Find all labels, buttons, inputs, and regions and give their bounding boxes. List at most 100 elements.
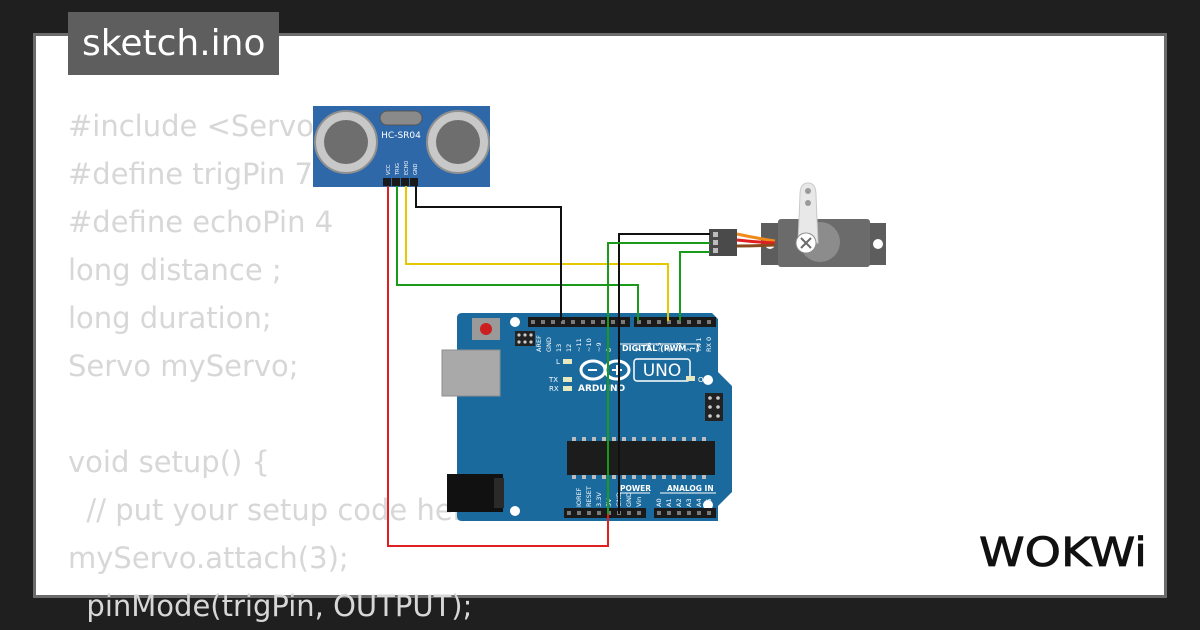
sensor-pin-labels: VCC TRIG ECHO GND: [386, 161, 419, 176]
pin-label: 4: [665, 348, 673, 352]
led-tx: [563, 377, 572, 382]
wokwi-logo: WOKWi: [979, 530, 1148, 577]
wires: [387, 186, 710, 547]
microcontroller-chip: [567, 441, 715, 475]
wire-vcc: [387, 186, 609, 547]
pin-label: ~6: [645, 342, 653, 352]
led-rx: [563, 386, 572, 391]
file-tab[interactable]: sketch.ino: [68, 12, 280, 75]
servo-signal-wire: [736, 232, 776, 243]
led-on-label: ON: [698, 376, 709, 384]
pin-label: ECHO: [404, 161, 410, 175]
analog-header-label: ANALOG IN: [667, 484, 714, 493]
mount-hole: [510, 317, 520, 327]
led-l: [563, 359, 572, 364]
pin-label: A4: [695, 498, 703, 507]
code-editor[interactable]: #include <Servo.h>#define trigPin 7#defi…: [68, 102, 482, 630]
code-line: #define trigPin 7: [68, 157, 313, 191]
hc-sr04-sensor[interactable]: HC-SR04 VCC TRIG ECHO GND: [313, 106, 490, 187]
wire-gnd: [415, 186, 562, 321]
code-line: Servo myServo;: [68, 349, 299, 383]
wire-trig: [396, 186, 639, 321]
pin-label: IOREF: [575, 487, 583, 507]
uno-badge: [633, 358, 691, 382]
pin-label: 2: [685, 348, 693, 352]
icsp-header-right: [705, 393, 723, 421]
pin-label: A3: [685, 498, 693, 507]
servo-power-wire: [736, 238, 776, 245]
pin-label: RX 0: [705, 337, 713, 352]
brand-label: ARDUINO: [578, 384, 626, 394]
servo-horn-hole: [805, 188, 811, 194]
transmitter-mesh: [324, 120, 368, 164]
arduino-uno-board[interactable]: AREF GND 13 12 ~11 ~10 ~9 8 7 ~6 ~5 4 ~3…: [441, 313, 732, 521]
servo-horn: [797, 182, 819, 244]
pin-label: A5: [705, 498, 713, 507]
power-jack-tip: [494, 478, 504, 508]
pin-label: TRIG: [395, 163, 401, 176]
servo-hole: [873, 239, 883, 249]
code-line: // put your setup code here: [68, 493, 482, 527]
sensor-label: HC-SR04: [381, 131, 421, 141]
servo-motor[interactable]: [709, 182, 886, 267]
pin-label: AREF: [535, 335, 543, 352]
pin-label: ~11: [575, 338, 583, 352]
power-header-label: POWER: [620, 484, 651, 493]
servo-ground-wire: [736, 243, 776, 248]
led-on: [686, 376, 695, 381]
pin-label: TX 1: [695, 337, 703, 353]
pin-label: 13: [555, 344, 563, 352]
arduino-logo-icon: [579, 359, 631, 381]
pin-label: 3.3V: [595, 492, 603, 507]
code-line: long distance ;: [68, 253, 282, 287]
pin-label: GND: [413, 163, 419, 175]
pin-label: GND: [625, 492, 633, 507]
pin-label: ~3: [675, 342, 683, 352]
wire-servo-vcc: [607, 242, 710, 514]
bottom-header-holes: [567, 511, 711, 515]
chip-pins: [572, 437, 706, 479]
code-line: myServo.attach(3);: [68, 541, 349, 575]
led-l-label: L: [556, 358, 560, 366]
digital-header-right: [634, 317, 716, 327]
pin-label: VCC: [386, 164, 392, 175]
code-line: long duration;: [68, 301, 272, 335]
wire-servo-signal: [679, 251, 710, 321]
mount-hole: [703, 375, 713, 385]
sensor-pin-header: [383, 178, 418, 186]
model-label: UNO: [643, 361, 682, 381]
pin-label: A0: [655, 498, 663, 507]
digital-header-holes: [531, 320, 711, 324]
pin-label: GND: [545, 337, 553, 352]
sensor-crystal: [379, 110, 423, 126]
file-tab-label: sketch.ino: [82, 23, 266, 64]
pin-label: ~5: [655, 342, 663, 352]
usb-port: [441, 349, 501, 397]
pin-label: 7: [635, 348, 643, 352]
wire-echo: [405, 186, 669, 321]
wire-servo-gnd: [618, 233, 710, 514]
code-line: #define echoPin 4: [68, 205, 334, 239]
servo-screw-cross: [800, 237, 812, 249]
reset-button-cap[interactable]: [480, 323, 492, 335]
wokwi-logo-text: WOKWi: [979, 530, 1147, 576]
pin-label: 12: [565, 344, 573, 352]
pin-label: ~9: [595, 342, 603, 352]
led-tx-label: TX: [548, 376, 558, 384]
code-line: void setup() {: [68, 445, 270, 479]
digital-header-left: [528, 317, 630, 327]
analog-pin-labels: A0 A1 A2 A3 A4 A5: [655, 498, 713, 507]
pin-label: A1: [665, 498, 673, 507]
servo-horn-hole: [805, 200, 811, 206]
led-rx-label: RX: [549, 385, 559, 393]
pin-label: A2: [675, 498, 683, 507]
icsp-header: [515, 331, 535, 346]
power-jack: [447, 474, 503, 512]
mount-hole: [703, 500, 713, 510]
servo-connector-pins: [713, 232, 718, 253]
receiver-mesh: [436, 120, 480, 164]
mount-hole: [510, 506, 520, 516]
code-line: pinMode(trigPin, OUTPUT);: [68, 589, 473, 623]
pin-label: ~10: [585, 338, 593, 352]
